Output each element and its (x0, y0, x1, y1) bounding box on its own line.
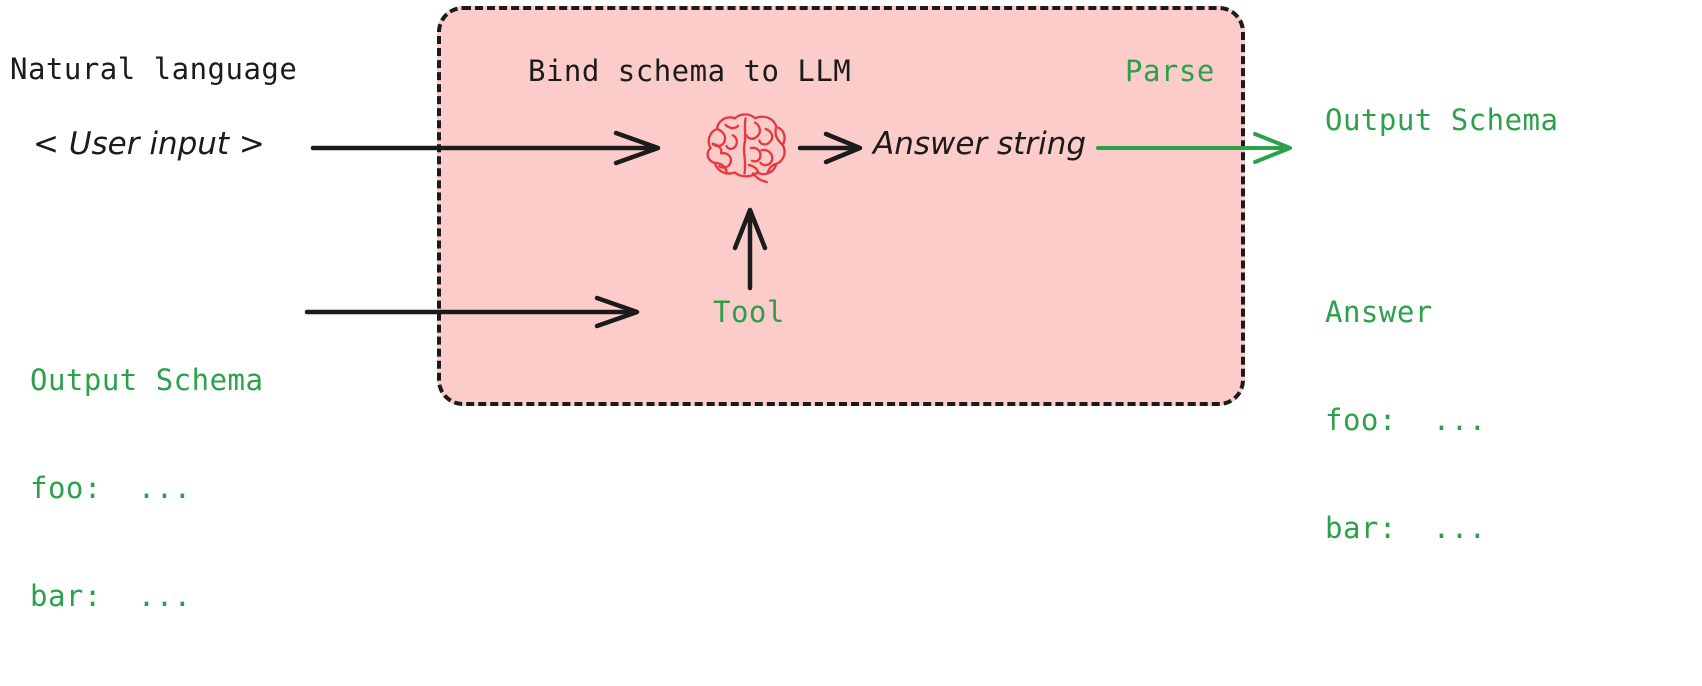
llm-panel (437, 6, 1245, 406)
input-schema-field-foo: foo: ... (30, 471, 192, 505)
bind-schema-label: Bind schema to LLM (528, 54, 852, 88)
parse-label: Parse (1125, 54, 1215, 88)
output-schema-field-foo: foo: ... (1325, 403, 1487, 437)
user-input-text: < User input > (33, 126, 265, 162)
output-answer-label: Answer (1325, 295, 1433, 329)
answer-string-text: Answer string (873, 126, 1087, 162)
output-schema-field-bar: bar: ... (1325, 511, 1487, 545)
diagram-canvas: Natural language < User input > Output S… (10, 6, 1558, 613)
tool-label: Tool (713, 295, 785, 329)
input-schema-title: Output Schema (30, 363, 264, 397)
input-schema-field-bar: bar: ... (30, 579, 192, 613)
spacer (1325, 210, 1558, 222)
input-output-schema-block: Output Schema foo: ... bar: ... (30, 290, 263, 686)
output-schema-title: Output Schema (1325, 103, 1559, 137)
output-schema-block: Output Schema Answer foo: ... bar: ... (1325, 30, 1558, 618)
natural-language-label: Natural language (10, 52, 298, 86)
